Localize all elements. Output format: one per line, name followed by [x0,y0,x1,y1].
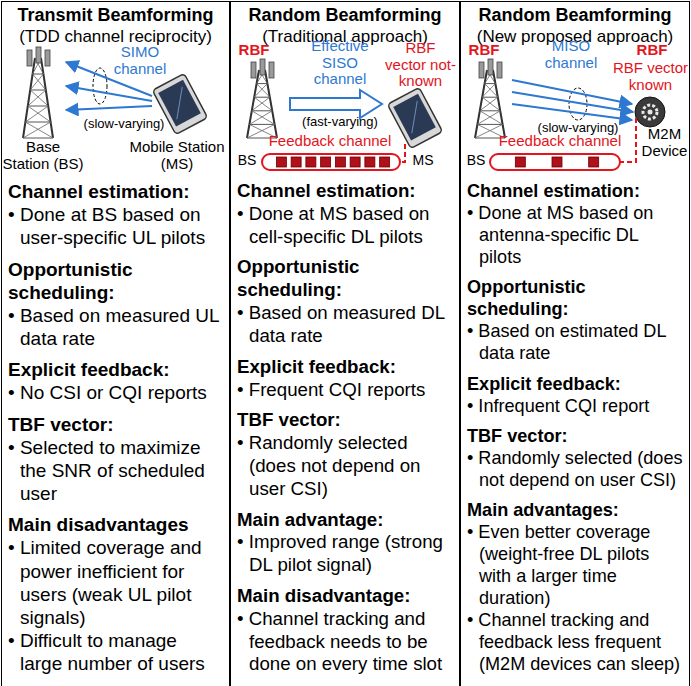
section-heading: Main advantage: [237,509,453,532]
illustration-label: MISO channel [538,38,604,71]
bullet-item: • Done at MS based on antenna-specific D… [467,202,683,268]
bullet-item: • Based on estimated DL data rate [467,320,683,364]
bullet-item: • Based on measured UL data rate [8,304,223,350]
illustration-label: MS [409,153,437,168]
illustration-label: RBF [236,42,272,59]
column-panel: Random Beamforming(Traditional approach)… [230,1,460,686]
panel-subtitle: (TDD channel reciprocity) [8,26,223,47]
bullet-item: • Even better coverage (weight-free DL p… [467,521,683,609]
illustration-label: Effective SISO channel [298,38,382,88]
bullet-item: • Infrequent CQI report [467,395,683,417]
channel-arrow [512,80,632,104]
panel-title: Random Beamforming [467,4,683,26]
bullet-item: • Based on measured DL data rate [237,302,453,348]
feedback-link [620,118,636,162]
section-heading: Opportunistic scheduling: [237,256,453,302]
channel-arrow [66,106,152,110]
illustration-label: Base Station (BS) [2,139,84,172]
illustration-label: RBF [466,42,502,59]
feedback-link [400,144,405,162]
illustration-label: Feedback channel [265,133,395,150]
bullet-item: • Limited coverage and power inefficient… [8,536,223,629]
channel-arrow [512,104,632,120]
bullet-item: • Randomly selected (does not depend on … [237,432,453,500]
siso-arrow [290,90,382,118]
illustration-label: (fast-varying) [292,115,388,129]
panel-title: Transmit Beamforming [8,4,223,26]
illustration-label: Feedback channel [495,133,625,150]
illustration-label: BS [235,153,259,168]
section-heading: Explicit feedback: [8,358,223,381]
m2m-device [635,97,665,127]
bullet-item: • Frequent CQI reports [237,379,453,402]
illustration-label: SIMO channel [108,44,172,77]
bullet-item: • Improved range (strong DL pilot signal… [237,531,453,577]
section-heading: Explicit feedback: [237,356,453,379]
channel-arrow [66,86,152,101]
base-station-tower [475,59,505,138]
illustration-label: RBF vector not-known [384,40,457,90]
bullet-item: • Difficult to manage large number of us… [8,629,223,675]
bullet-item: • Done at BS based on user-specific UL p… [8,203,223,249]
illustration-label: (slow-varying) [78,117,170,131]
feedback-channel [262,154,400,170]
section-heading: Main disadvantages [8,513,223,536]
section-heading: TBF vector: [237,409,453,432]
base-station-tower [23,47,53,138]
section-heading: Explicit feedback: [467,373,683,395]
base-station-tower [247,59,277,138]
illustration-label: M2M Device [641,126,688,159]
column-panel: Random Beamforming(New proposed approach… [460,1,690,686]
bullet-item: • No CSI or CQI reports [8,381,223,404]
mobile-tablet [387,87,442,148]
feedback-channel [490,154,620,170]
section-heading: Opportunistic scheduling: [467,276,683,320]
illustration-label: BS [464,153,488,168]
section-heading: Channel estimation: [467,180,683,202]
bullet-item: • Selected to maximize the SNR of schedu… [8,436,223,506]
bullet-item: • Channel tracking and feedback needs to… [237,608,453,676]
bullet-item: • Randomly selected (does not depend on … [467,447,683,491]
bullet-item: • Done at MS based on cell-specific DL p… [237,203,453,249]
section-heading: Channel estimation: [237,180,453,203]
section-heading: TBF vector: [8,413,223,436]
section-heading: Channel estimation: [8,180,223,203]
illustration-label: RBF vector known [613,60,688,93]
panel-title: Random Beamforming [237,4,453,26]
channel-arrow [512,92,633,112]
section-heading: Main advantages: [467,499,683,521]
section-heading: TBF vector: [467,425,683,447]
bullet-item: • Channel tracking and feedback less fre… [467,609,683,675]
column-panel: Transmit Beamforming(TDD channel recipro… [1,1,230,686]
illustration-label: Mobile Station (MS) [128,139,226,172]
illustration-label: RBF [634,42,670,59]
section-heading: Main disadvantage: [237,585,453,608]
section-heading: Opportunistic scheduling: [8,258,223,304]
